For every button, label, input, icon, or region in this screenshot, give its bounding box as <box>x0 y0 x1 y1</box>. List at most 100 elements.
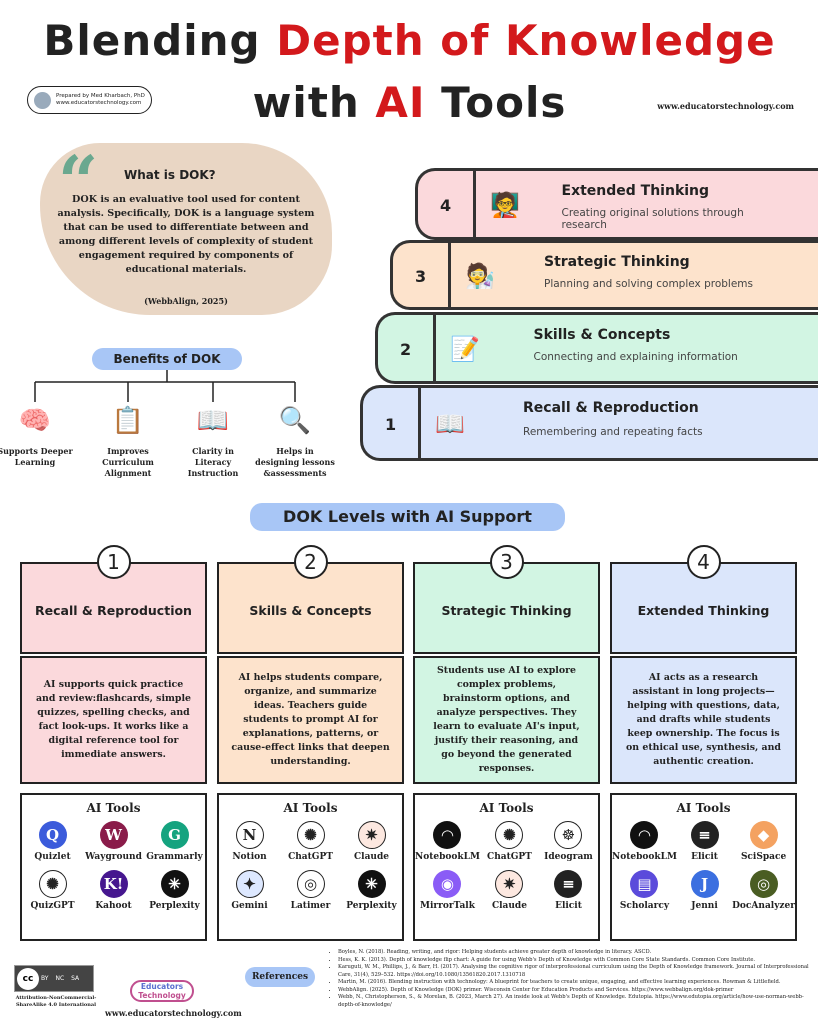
dok-step-1: 1 📖 Recall & Reproduction Remembering an… <box>360 385 818 461</box>
tool-elicit[interactable]: ≡Elicit <box>677 821 732 862</box>
step-number: 1 <box>385 415 397 434</box>
tool-name: Kahoot <box>95 901 132 911</box>
ai-tools-box: AI Tools ◠NotebookLM≡Elicit◆SciSpace ▤Scho… <box>610 793 797 941</box>
step-number: 4 <box>440 196 452 215</box>
tool-notebooklm[interactable]: ◠NotebookLM <box>612 821 677 862</box>
title-text: Blending <box>43 16 277 65</box>
title-text: with <box>252 78 376 127</box>
step-divider <box>433 312 436 384</box>
level-description-box: Students use AI to explore complex probl… <box>413 656 600 784</box>
tool-perplexity[interactable]: ✳ Perplexity <box>144 870 205 911</box>
kahoot-logo-icon: K! <box>99 870 128 898</box>
tool-name: ChatGPT <box>288 852 333 862</box>
step-icon: 🧑‍🔬 <box>465 262 495 290</box>
step-description: Creating original solutions through rese… <box>561 207 744 231</box>
tool-quizgpt[interactable]: ✺ QuizGPT <box>22 870 83 911</box>
benefit-label: Helps in designing lessons &assessments <box>255 446 335 478</box>
benefit-label: Improves Curriculum Alignment <box>102 446 154 478</box>
reference-item: Boyles, N. (2018). Reading, writing, and… <box>338 949 815 957</box>
tool-chatgpt[interactable]: ✺ ChatGPT <box>280 821 341 862</box>
jenni-logo-icon: J <box>690 870 719 898</box>
level-title: Skills & Concepts <box>249 602 372 618</box>
reference-item: Karuguti, W. M., Phillips, J., & Barr, H… <box>338 964 815 979</box>
benefit-label: Supports Deeper Learning <box>0 446 73 467</box>
tool-ideogram[interactable]: ☸Ideogram <box>539 821 598 862</box>
step-description: Planning and solving complex problems <box>544 278 754 290</box>
step-divider <box>448 240 451 310</box>
dok-step-3: 3 🧑‍🔬 Strategic Thinking Planning and so… <box>390 240 818 310</box>
level-description-box: AI helps students compare, organize, and… <box>217 656 404 784</box>
quizgpt-logo-icon: ✺ <box>38 870 67 898</box>
level-number: 3 <box>500 550 513 574</box>
tool-name: Scholarcy <box>619 901 670 911</box>
references-list: Boyles, N. (2018). Reading, writing, and… <box>330 949 815 1009</box>
tool-claude[interactable]: ✷Claude <box>480 870 539 911</box>
elicit-logo-icon: ≡ <box>690 821 719 849</box>
tool-scholarcy[interactable]: ▤Scholarcy <box>612 870 677 911</box>
site-link[interactable]: www.educatorstechnology.com <box>657 101 794 111</box>
step-title: Recall & Reproduction <box>523 400 699 417</box>
ai-tools-heading: AI Tools <box>676 801 731 815</box>
level-number: 2 <box>304 550 317 574</box>
step-divider <box>418 385 421 461</box>
tool-elicit[interactable]: ≡ Elicit <box>539 870 598 911</box>
claude-logo-icon: ✷ <box>357 821 386 849</box>
logo-text: Technology <box>138 991 186 1000</box>
footer-site-link[interactable]: www.educatorstechnology.com <box>105 1008 242 1018</box>
tool-gemini[interactable]: ✦Gemini <box>219 870 280 911</box>
elicit-logo-icon: ≡ <box>554 870 583 898</box>
title-text: Tools <box>425 78 567 127</box>
tool-name: QuizGPT <box>30 901 75 911</box>
avatar <box>34 91 51 109</box>
chatgpt-logo-icon: ✺ <box>495 821 524 849</box>
step-title: Strategic Thinking <box>544 254 690 271</box>
dok-step-4: 4 🧑‍🏫 Extended Thinking Creating origina… <box>415 168 818 240</box>
perplexity-logo-icon: ✳ <box>160 870 189 898</box>
tool-perplexity[interactable]: ✳Perplexity <box>341 870 402 911</box>
cc-nc: NC <box>55 975 65 982</box>
tool-kahoot[interactable]: K! Kahoot <box>83 870 144 911</box>
cc-by: BY <box>41 975 49 982</box>
step-divider <box>473 168 476 240</box>
level-title-box: Extended Thinking <box>610 562 797 654</box>
tool-name: Quizlet <box>34 852 71 862</box>
tool-scispace[interactable]: ◆SciSpace <box>732 821 795 862</box>
tool-name: Elicit <box>555 901 582 911</box>
level-description: AI helps students compare, organize, and… <box>231 672 390 767</box>
tool-mirrortalk[interactable]: ◉MirrorTalk <box>415 870 480 911</box>
level-number-badge: 1 <box>96 545 131 579</box>
what-is-dok-heading: What is DOK? <box>124 168 216 182</box>
reference-item: WebbAlign. (2025). Depth of Knowledge (D… <box>338 987 815 995</box>
tool-name: Claude <box>491 901 527 911</box>
reference-item: Martin, M. (2016). Blending instruction … <box>338 979 815 987</box>
tool-latimer[interactable]: ◎Latimer <box>280 870 341 911</box>
references-heading: References <box>245 967 315 987</box>
level-description-box: AI acts as a research assistant in long … <box>610 656 797 784</box>
step-number: 3 <box>415 267 427 286</box>
chatgpt-logo-icon: ✺ <box>296 821 325 849</box>
ideogram-logo-icon: ☸ <box>554 821 583 849</box>
level-description: Students use AI to explore complex probl… <box>433 665 580 774</box>
tool-name: Perplexity <box>149 901 200 911</box>
level-title: Recall & Reproduction <box>35 602 192 618</box>
notebooklm-logo-icon: ◠ <box>630 821 659 849</box>
tool-notebooklm[interactable]: ◠NotebookLM <box>415 821 480 862</box>
tool-docanalyzer[interactable]: ◎DocAnalyzer <box>732 870 795 911</box>
ai-tools-heading: AI Tools <box>283 801 338 815</box>
tool-chatgpt[interactable]: ✺ChatGPT <box>480 821 539 862</box>
author-name: Prepared by Med Kharbach, PhD <box>56 93 145 99</box>
tool-name: MirrorTalk <box>420 901 475 911</box>
level-description: AI supports quick practice and review:fl… <box>35 679 192 760</box>
tool-claude[interactable]: ✷Claude <box>341 821 402 862</box>
title-highlight: Depth of Knowledge <box>276 16 776 65</box>
tool-name: Gemini <box>231 901 268 911</box>
notebooklm-logo-icon: ◠ <box>433 821 462 849</box>
